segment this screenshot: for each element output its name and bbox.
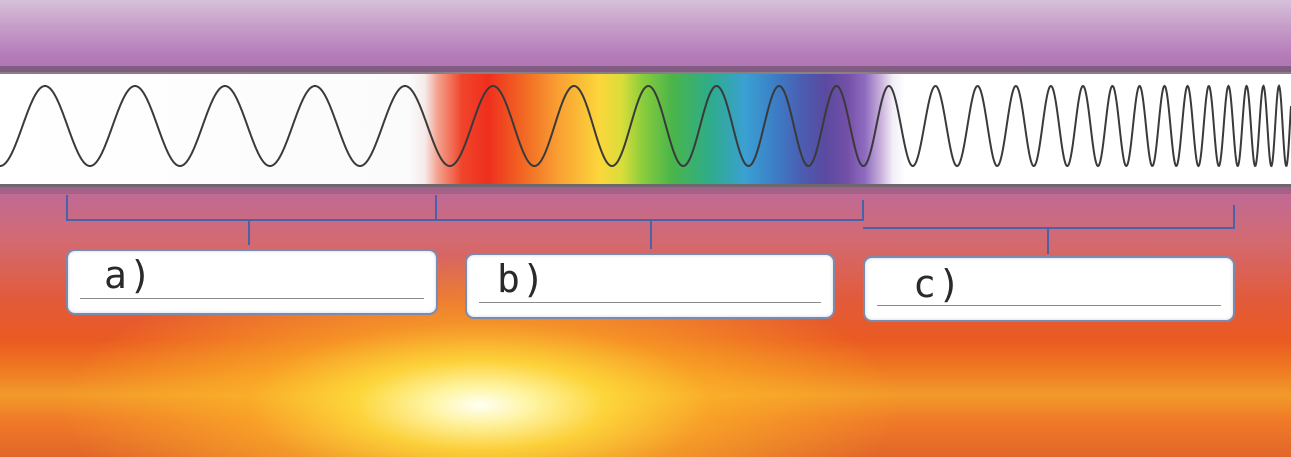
answer-label-b: b) xyxy=(497,257,547,301)
bracket-b xyxy=(436,200,864,249)
answer-label-c: c) xyxy=(913,262,963,306)
wave-line xyxy=(0,84,1291,168)
answer-label-a: a) xyxy=(104,253,154,297)
answer-line-a xyxy=(80,298,424,299)
answer-line-b xyxy=(479,302,821,303)
bracket-a xyxy=(66,195,437,245)
answer-box-b[interactable]: b) xyxy=(465,253,835,319)
answer-box-a[interactable]: a) xyxy=(66,249,438,315)
answer-line-c xyxy=(877,305,1221,306)
spectrum-band xyxy=(0,72,1291,187)
wave-graphic xyxy=(0,84,1291,168)
answer-box-c[interactable]: c) xyxy=(863,256,1235,322)
bracket-c xyxy=(863,205,1235,254)
